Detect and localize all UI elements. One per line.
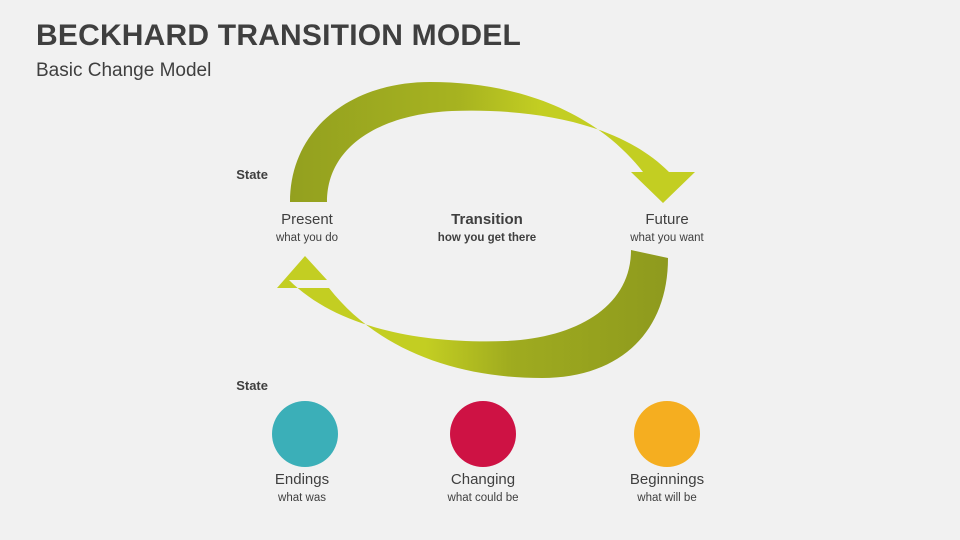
node-future-subtitle: what you want xyxy=(630,231,704,244)
page-title: BECKHARD TRANSITION MODEL xyxy=(36,19,521,52)
node-beginnings: Beginnings what will be xyxy=(567,471,767,505)
node-beginnings-title: Beginnings xyxy=(629,471,705,488)
top-arc-arrow-shape xyxy=(290,82,695,203)
node-present-title: Present xyxy=(281,211,333,228)
state-tag-bottom: State xyxy=(236,378,268,393)
node-transition-title: Transition xyxy=(451,211,523,228)
node-future-title: Future xyxy=(645,211,689,228)
circle-endings xyxy=(272,401,338,467)
node-endings-subtitle: what was xyxy=(278,491,326,504)
node-future: Future what you want xyxy=(567,211,767,245)
node-beginnings-subtitle: what will be xyxy=(637,491,697,504)
node-endings: Endings what was xyxy=(202,471,402,505)
node-present: Present what you do xyxy=(207,211,407,245)
node-endings-title: Endings xyxy=(274,471,330,488)
bottom-arc-arrow-shape xyxy=(277,250,668,378)
circle-changing xyxy=(450,401,516,467)
node-changing-subtitle: what could be xyxy=(447,491,519,504)
node-changing-title: Changing xyxy=(450,471,516,488)
node-transition-subtitle: how you get there xyxy=(437,231,537,244)
circle-beginnings xyxy=(634,401,700,467)
node-present-subtitle: what you do xyxy=(275,231,338,244)
page-subtitle: Basic Change Model xyxy=(36,60,212,81)
node-changing: Changing what could be xyxy=(383,471,583,505)
state-tag-top: State xyxy=(236,167,268,182)
node-transition: Transition how you get there xyxy=(387,211,587,245)
